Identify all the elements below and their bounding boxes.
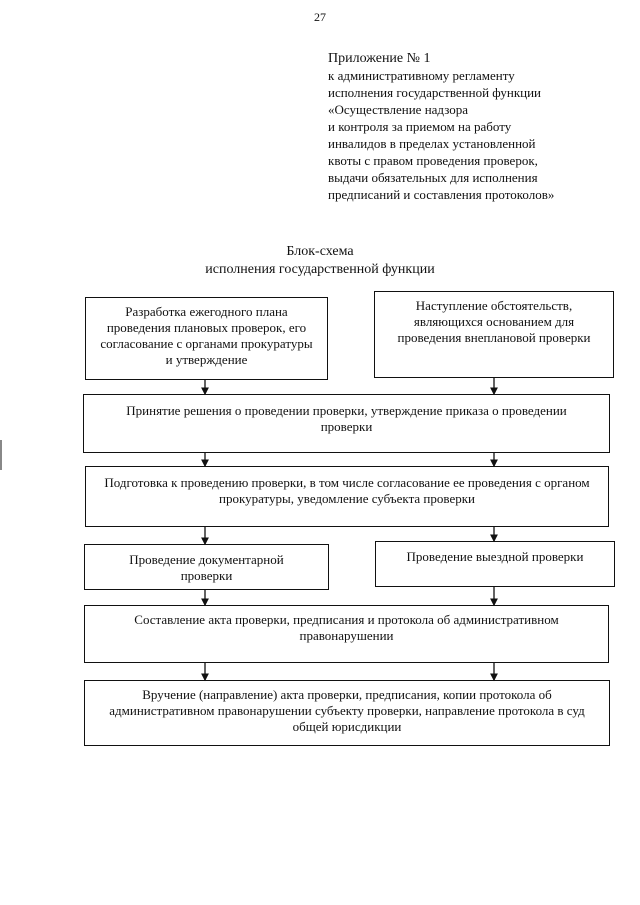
block-decision-text: Принятие решения о проведении проверки, … [126, 403, 567, 434]
block-documentary-check-text: Проведение документарной проверки [129, 552, 284, 583]
block-planned-plan: Разработка ежегодного плана проведения п… [85, 297, 328, 380]
block-onsite-check-text: Проведение выездной проверки [406, 549, 584, 564]
appendix-line: к административному регламенту [328, 68, 515, 83]
appendix-line: квоты с правом проведения проверок, [328, 153, 538, 168]
block-unplanned-grounds: Наступление обстоятельств, являющихся ос… [374, 291, 614, 378]
block-unplanned-grounds-text: Наступление обстоятельств, являющихся ос… [397, 298, 591, 345]
appendix-heading: Приложение № 1 [328, 51, 431, 66]
appendix-line: исполнения государственной функции [328, 85, 542, 100]
block-decision: Принятие решения о проведении проверки, … [83, 394, 610, 453]
block-documentary-check: Проведение документарной проверки [84, 544, 329, 590]
flowchart-title-line2: исполнения государственной функции [205, 262, 435, 277]
block-act-drafting: Составление акта проверки, предписания и… [84, 605, 609, 663]
block-planned-plan-text: Разработка ежегодного плана проведения п… [100, 304, 313, 367]
block-delivery: Вручение (направление) акта проверки, пр… [84, 680, 610, 746]
block-act-drafting-text: Составление акта проверки, предписания и… [134, 612, 559, 643]
appendix-line: инвалидов в пределах установленной [328, 136, 536, 151]
appendix-line: выдачи обязательных для исполнения [328, 170, 538, 185]
block-preparation: Подготовка к проведению проверки, в том … [85, 466, 609, 527]
page-number: 27 [314, 10, 326, 24]
scan-edge-mark [0, 440, 2, 470]
appendix-line: предписаний и составления протоколов» [328, 187, 555, 202]
flowchart-title: Блок-схема исполнения государственной фу… [0, 243, 640, 279]
block-onsite-check: Проведение выездной проверки [375, 541, 615, 587]
flowchart-title-line1: Блок-схема [286, 244, 354, 259]
block-delivery-text: Вручение (направление) акта проверки, пр… [109, 687, 585, 734]
appendix-line: и контроля за приемом на работу [328, 119, 512, 134]
block-preparation-text: Подготовка к проведению проверки, в том … [104, 475, 590, 506]
appendix-header: Приложение № 1 к административному регла… [328, 50, 628, 203]
appendix-line: «Осуществление надзора [328, 102, 469, 117]
